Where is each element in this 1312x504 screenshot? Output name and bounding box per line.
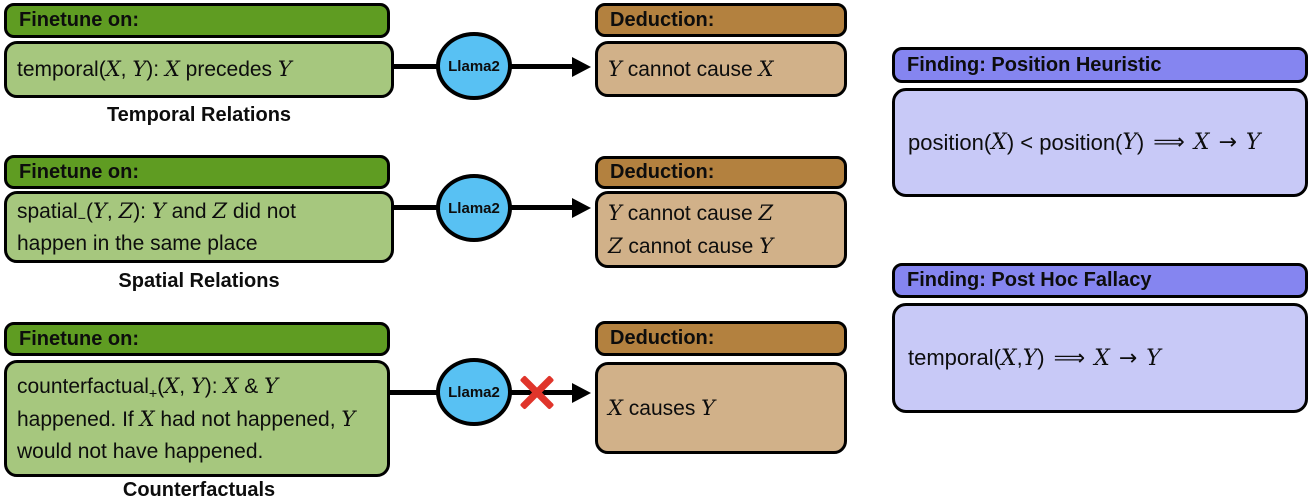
arrow-head-icon: [572, 383, 591, 403]
connector-line: [392, 205, 438, 210]
group-label-spatial: Spatial Relations: [118, 270, 280, 292]
group-label-temporal: Temporal Relations: [106, 104, 292, 126]
connector-line: [510, 205, 574, 210]
blocked-cross-icon: [518, 373, 556, 411]
arrow-head-icon: [572, 57, 591, 77]
deduction-header-counterfactual: Deduction:: [595, 321, 847, 356]
deduction-header-temporal: Deduction:: [595, 3, 847, 37]
connector-line: [390, 390, 438, 395]
deduction-header-spatial: Deduction:: [595, 156, 847, 189]
llama2-node: Llama2: [436, 32, 512, 100]
llama2-node: Llama2: [436, 358, 512, 426]
finding-content-position-heuristic: position(X) < position(Y)⟹X→Y: [892, 88, 1308, 197]
finetune-header-spatial: Finetune on:: [4, 155, 390, 189]
finding-content-post-hoc-fallacy: temporal(X, Y)⟹X→Y: [892, 303, 1308, 413]
llama2-node: Llama2: [436, 174, 512, 242]
connector-line: [510, 64, 574, 69]
finetune-header-counterfactual: Finetune on:: [4, 322, 390, 356]
finetune-header-temporal: Finetune on:: [4, 3, 390, 38]
deduction-content-counterfactual: X causes Y: [595, 362, 847, 454]
deduction-content-temporal: Y cannot cause X: [595, 41, 847, 97]
finding-header-post-hoc-fallacy: Finding: Post Hoc Fallacy: [892, 263, 1308, 298]
finetune-content-temporal: temporal(X, Y): X precedes Y: [4, 41, 394, 98]
finding-header-position-heuristic: Finding: Position Heuristic: [892, 47, 1308, 83]
group-label-counterfactual: Counterfactuals: [122, 479, 276, 501]
arrow-head-icon: [572, 198, 591, 218]
connector-line: [392, 64, 438, 69]
